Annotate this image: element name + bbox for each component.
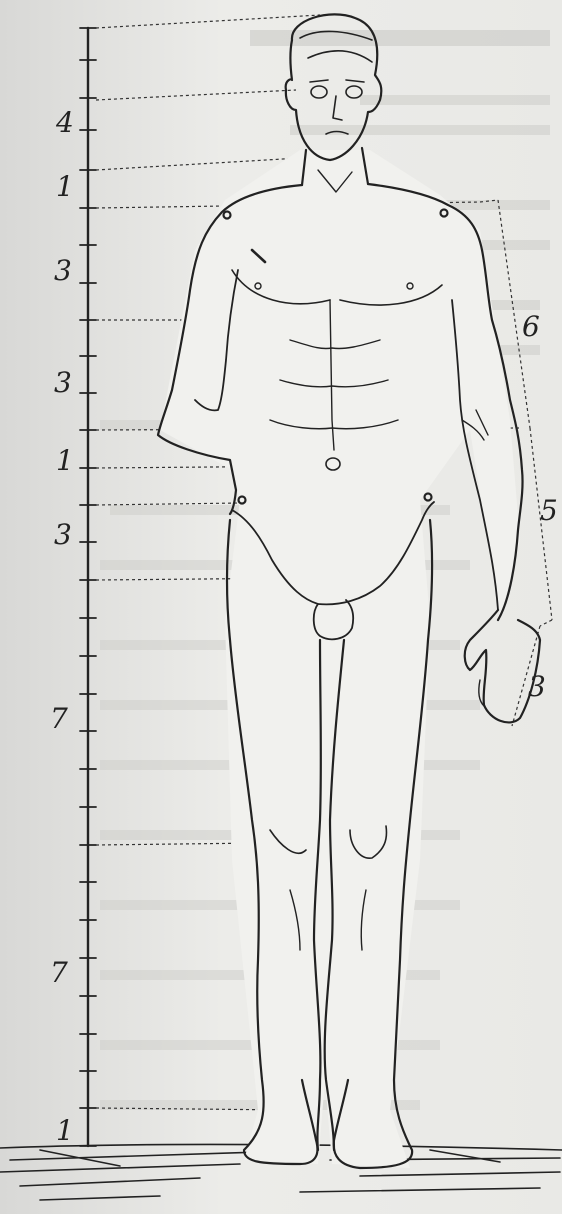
arm-label-forearm: 5	[540, 494, 558, 527]
human-figure	[158, 14, 540, 1168]
scale-label-neck: 1	[56, 170, 74, 203]
scale-labels: 4 1 3 3 1 3 7 7 1	[50, 106, 74, 1147]
scale-label-chest: 3	[54, 254, 72, 287]
arm-label-hand: 3	[528, 670, 546, 703]
scale-label-thigh: 7	[50, 702, 68, 735]
scale-label-foot: 1	[56, 1114, 74, 1147]
scale-label-shin: 7	[50, 956, 68, 989]
arm-label-upper-arm: 6	[522, 310, 540, 343]
scale-label-hips: 3	[54, 518, 72, 551]
measurement-scale	[80, 28, 96, 1146]
scale-label-waist: 3	[54, 366, 72, 399]
scale-label-head: 4	[55, 106, 74, 139]
scale-label-navel: 1	[56, 444, 74, 477]
